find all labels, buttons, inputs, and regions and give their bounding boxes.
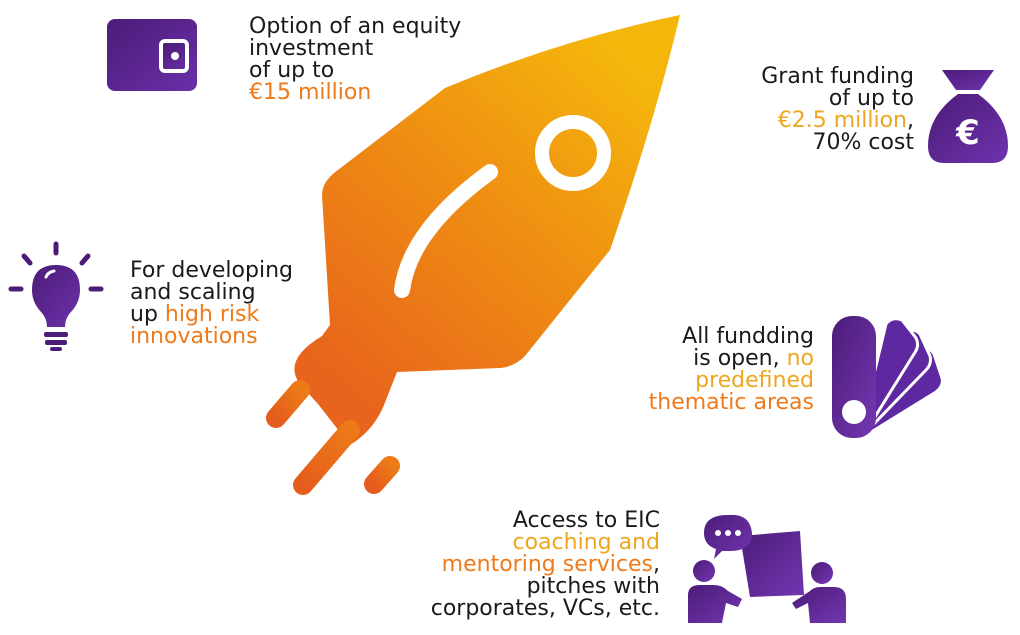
- grant-amount: €2.5 million: [777, 108, 907, 133]
- grant-line-4: 70% cost: [812, 130, 914, 155]
- grant-text: Grant funding of up to €2.5 million, 70%…: [761, 66, 914, 154]
- equity-line-1: Option of an equity: [249, 14, 462, 39]
- grant-line-2: of up to: [828, 86, 914, 111]
- innovation-line-2: and scaling: [130, 280, 256, 305]
- equity-amount: €15 million: [249, 80, 372, 105]
- money-bag-euro-icon: €: [928, 70, 1008, 163]
- swatch-fan-icon: [832, 316, 944, 438]
- coaching-line-5: corporates, VCs, etc.: [430, 596, 660, 621]
- exhaust-streak: [364, 456, 400, 494]
- innovation-line-1: For developing: [130, 258, 293, 283]
- open-highlight-1: no: [786, 346, 814, 371]
- coaching-line-3: mentoring services,: [441, 552, 660, 577]
- coaching-line-4: pitches with: [526, 574, 660, 599]
- open-line-1: All fundding: [682, 324, 814, 349]
- lightbulb-icon: [8, 241, 104, 351]
- innovation-text: For developing and scaling up high risk …: [130, 260, 293, 348]
- open-highlight-2: predefined: [695, 368, 814, 393]
- coaching-line-1: Access to EIC: [512, 508, 660, 533]
- innovation-highlight-2: innovations: [130, 324, 258, 349]
- equity-line-3: of up to: [249, 58, 335, 83]
- open-text: All fundding is open, no predefined them…: [649, 326, 814, 414]
- exhaust-streak: [293, 420, 360, 495]
- equity-line-2: investment: [249, 36, 374, 61]
- wallet-icon: [107, 19, 197, 91]
- equity-text: Option of an equity investment of up to …: [249, 16, 461, 104]
- coaching-highlight-1: coaching and: [512, 530, 660, 555]
- grant-line-1: Grant funding: [761, 64, 914, 89]
- rocket-highlight: [394, 164, 498, 298]
- grant-line-3: €2.5 million,: [777, 108, 914, 133]
- innovation-highlight-1: high risk: [164, 302, 260, 327]
- mentoring-icon: [688, 514, 846, 623]
- coaching-text: Access to EIC coaching and mentoring ser…: [431, 510, 660, 620]
- svg-text:€: €: [955, 113, 980, 153]
- open-highlight-3: thematic areas: [648, 390, 814, 415]
- exhaust-streak: [266, 380, 310, 428]
- open-line-2: is open, no: [693, 346, 814, 371]
- coaching-highlight-2: mentoring services: [441, 552, 653, 577]
- innovation-line-3: up high risk: [130, 302, 260, 327]
- rocket-window: [535, 115, 611, 191]
